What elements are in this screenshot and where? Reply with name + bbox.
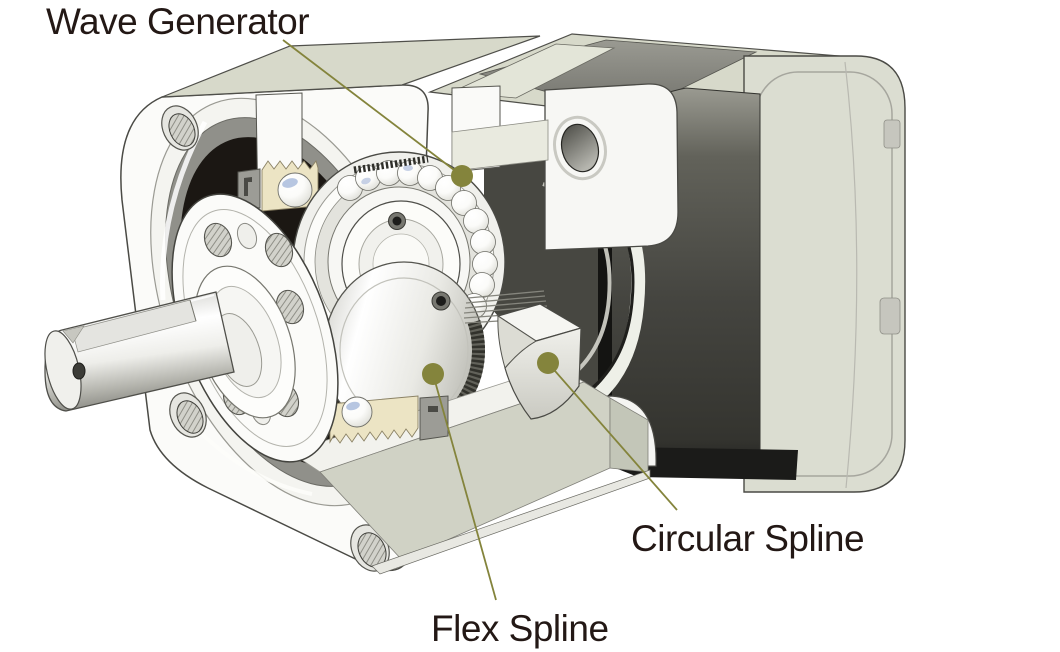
label-wave-generator: Wave Generator	[46, 1, 310, 42]
main-bearing-ball-top	[277, 172, 313, 208]
retainer-mark-top	[244, 177, 252, 196]
cut-ledge	[451, 119, 549, 172]
motor-cap-notch-top	[883, 119, 901, 149]
circular-spline-left-face	[497, 315, 537, 370]
set-screw-lower	[431, 291, 451, 311]
motor-end-cap	[743, 55, 906, 493]
flange-corner-hole-top-left	[161, 105, 199, 151]
leader-line-circular-spline	[547, 362, 678, 511]
label-flex-spline: Flex Spline	[431, 608, 609, 649]
leader-dot-wave-generator	[451, 165, 473, 187]
output-shaft	[44, 291, 235, 412]
keyway-step	[189, 299, 197, 322]
motor-flange-bolt-hole	[560, 123, 600, 173]
bezel-highlight-bottom	[198, 430, 313, 496]
annotations	[282, 39, 678, 601]
output-flange-disc	[171, 193, 339, 463]
flange-corner-hole-bottom-left	[169, 392, 207, 438]
shaft-tip-notch	[62, 325, 85, 344]
leader-line-wave-generator	[282, 39, 463, 177]
leader-dot-circular-spline	[537, 352, 559, 374]
ball-highlight	[361, 177, 371, 185]
motor-end-cap-edge	[844, 61, 858, 489]
set-screw-upper	[388, 212, 406, 230]
motor-flange-bolt-bezel	[553, 115, 607, 181]
flex-spline-teeth-top	[353, 155, 429, 174]
cutaway-floor	[289, 365, 651, 575]
motor-cap-notch-mid	[879, 297, 901, 335]
gearhead-top-face	[161, 35, 541, 98]
label-circular-spline: Circular Spline	[631, 518, 865, 559]
gearhead	[44, 35, 651, 575]
circular-spline-block	[496, 303, 583, 420]
retainer-bracket-bottom	[419, 395, 449, 441]
retainer-mark-bottom	[428, 406, 438, 412]
leader-line-flex-spline	[432, 373, 497, 601]
shaft-center-hole	[72, 362, 86, 380]
leader-dot-flex-spline	[422, 363, 444, 385]
retainer-bracket-top	[237, 168, 261, 209]
ball-highlight	[403, 165, 413, 171]
motor-front-flange-ear	[544, 83, 679, 251]
main-bearing-ball-bottom	[341, 396, 373, 428]
